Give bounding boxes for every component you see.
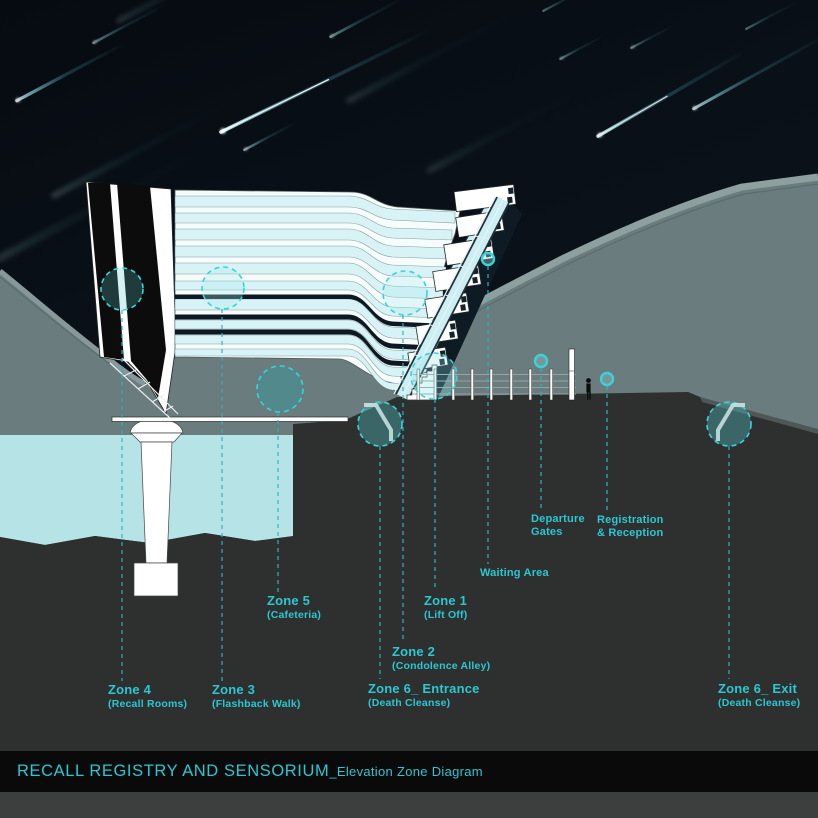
meteor [630, 24, 675, 49]
departure-gates-title: Departure [531, 513, 585, 525]
pier-footing [133, 562, 179, 597]
person-silhouette [586, 378, 591, 400]
zone-5-title: Zone 5 [267, 593, 311, 608]
marker-departure-gates [533, 353, 549, 369]
fence-rails [413, 374, 576, 395]
plaza [413, 348, 591, 401]
marker-zone-3 [201, 266, 245, 310]
cleanse-chute-icon [364, 403, 393, 441]
meteor [219, 28, 431, 134]
dark-gaps [175, 294, 437, 368]
leader-lines [121, 266, 730, 681]
tower [85, 181, 179, 419]
label-zone-4: Zone 4 (Recall Rooms) [108, 682, 188, 711]
marker-registration [599, 371, 615, 387]
label-waiting-area: Waiting Area [480, 567, 549, 580]
meteor [92, 2, 168, 45]
diagram-title: RECALL REGISTRY AND SENSORIUM [17, 762, 330, 780]
label-zone-5: Zone 5 (Cafeteria) [267, 593, 322, 622]
title-bar: RECALL REGISTRY AND SENSORIUM_Elevation … [0, 751, 818, 792]
stair-steps [406, 364, 438, 401]
zone-6-exit-sub: (Death Cleanse) [718, 697, 801, 709]
marker-zone-2 [382, 270, 428, 316]
exit-ramp [700, 397, 818, 434]
grand-stair [393, 183, 522, 401]
meteor [243, 121, 297, 152]
fence-posts [416, 368, 553, 401]
meteor [745, 0, 799, 30]
stair-rail [393, 196, 496, 395]
meteor [15, 41, 126, 103]
departure-gates-sub: Gates [531, 525, 563, 538]
label-zone-3: Zone 3 (Flashback Walk) [212, 682, 301, 711]
pier-capital [130, 432, 183, 443]
zone-markers [100, 251, 752, 447]
label-registration: Registration & Reception [597, 514, 664, 539]
marker-zone-4 [100, 267, 144, 311]
cleanse-chute-icon [716, 403, 745, 441]
zone-2-sub: (Condolence Alley) [392, 660, 491, 672]
cyan-bands [174, 195, 456, 393]
hill-edge-left-line [0, 276, 111, 365]
zone-4-sub: (Recall Rooms) [108, 698, 188, 710]
marker-zone-6-exit [706, 401, 752, 447]
marker-zone-5 [256, 365, 304, 413]
tower-stripe-2 [117, 183, 166, 398]
label-zone-1: Zone 1 (Lift Off) [424, 593, 468, 622]
diagram-subtitle: _Elevation Zone Diagram [329, 764, 483, 779]
marker-waiting-area [480, 251, 496, 267]
waiting-area-title: Waiting Area [480, 567, 549, 579]
flag-pole [568, 348, 575, 401]
label-zone-6-exit: Zone 6_ Exit (Death Cleanse) [718, 681, 801, 710]
floor-bands [174, 189, 461, 393]
zone-3-sub: (Flashback Walk) [212, 698, 301, 710]
label-zone-2: Zone 2 (Condolence Alley) [392, 644, 491, 673]
zone-5-sub: (Cafeteria) [267, 609, 322, 621]
zone-1-sub: (Lift Off) [424, 609, 468, 621]
bottom-strip [0, 792, 818, 818]
meteor [692, 33, 818, 111]
registration-sub: & Reception [597, 526, 664, 539]
pier-column [140, 441, 173, 564]
label-zone-6-entrance: Zone 6_ Entrance (Death Cleanse) [368, 681, 480, 710]
meteor [329, 0, 405, 39]
zone-1-title: Zone 1 [424, 593, 468, 608]
meteor [542, 0, 592, 12]
zone-3-title: Zone 3 [212, 682, 256, 697]
zone-6-exit-title: Zone 6_ Exit [718, 681, 797, 696]
hill-mass [0, 177, 818, 460]
zone-2-title: Zone 2 [392, 644, 436, 659]
label-departure-gates: Departure Gates [531, 513, 585, 538]
meteor-shower [0, 0, 818, 262]
marker-zone-6-entrance [357, 401, 403, 447]
tower-stripe-1 [88, 183, 124, 360]
deck [111, 416, 349, 422]
zone-4-title: Zone 4 [108, 682, 152, 697]
pier [111, 416, 349, 597]
meteor [559, 35, 604, 60]
meteor [596, 48, 749, 138]
registration-title: Registration [597, 514, 664, 526]
marker-zone-1 [410, 352, 458, 400]
zone-6-entrance-title: Zone 6_ Entrance [368, 681, 480, 696]
tower-truss [109, 357, 179, 419]
zone-6-entrance-sub: (Death Cleanse) [368, 697, 451, 709]
ground [0, 392, 818, 752]
